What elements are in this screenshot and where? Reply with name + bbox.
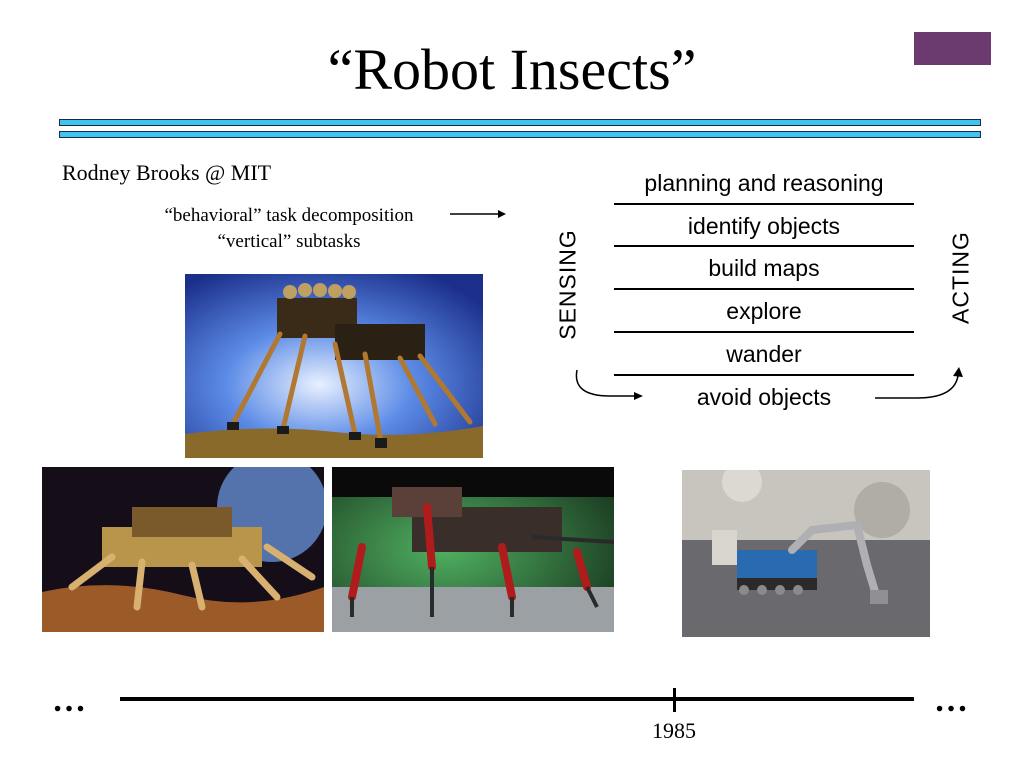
layer-label-2: identify objects xyxy=(687,213,841,239)
layer-divider xyxy=(614,374,914,376)
sensing-arrow xyxy=(575,369,643,400)
layer-label-1: planning and reasoning xyxy=(644,170,884,196)
layer-label-5: wander xyxy=(726,341,802,367)
sensing-label: SENSING xyxy=(554,229,581,340)
layer-divider xyxy=(614,245,914,247)
timeline-year: 1985 xyxy=(652,718,696,743)
timeline-line xyxy=(120,697,914,701)
slide-title: “Robot Insects” xyxy=(327,37,697,102)
note-arrow xyxy=(450,210,506,218)
acting-label: ACTING xyxy=(947,231,974,324)
header-rule-top xyxy=(59,119,981,126)
layer-label-6: avoid objects xyxy=(696,384,832,410)
layer-label-3: build maps xyxy=(708,255,820,281)
header-rule-bottom xyxy=(59,131,981,138)
acting-arrow xyxy=(875,367,963,399)
robot-photo-terrain xyxy=(42,467,324,632)
layer-divider xyxy=(614,288,914,290)
robot-photo-rover xyxy=(682,470,930,637)
timeline-tick xyxy=(673,688,676,712)
layer-divider xyxy=(614,331,914,333)
robot-photo-genghis xyxy=(185,274,483,458)
layer-label-4: explore xyxy=(726,298,802,324)
timeline-left-ellipsis: … xyxy=(52,682,88,719)
timeline-right-ellipsis: … xyxy=(934,682,970,719)
robot-photo-hexapod xyxy=(332,467,614,632)
layer-divider xyxy=(614,203,914,205)
accent-box xyxy=(914,32,991,65)
note-line-1: “behavioral” task decomposition xyxy=(164,205,414,226)
author-label: Rodney Brooks @ MIT xyxy=(62,160,272,185)
note-line-2: “vertical” subtasks xyxy=(217,231,361,252)
